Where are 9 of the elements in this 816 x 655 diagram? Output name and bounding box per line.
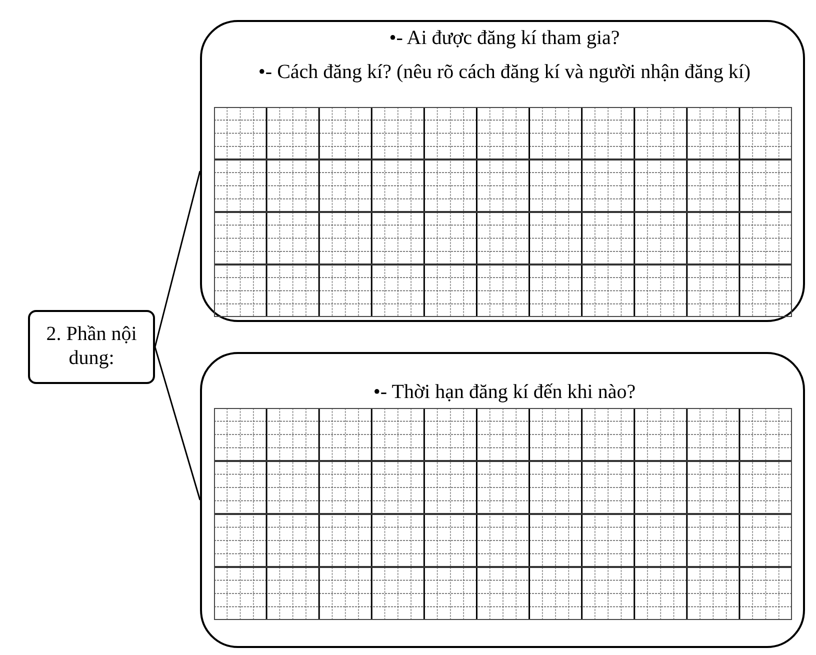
rounded-box bbox=[28, 310, 155, 384]
rounded-box bbox=[200, 20, 805, 322]
connector-line bbox=[154, 346, 201, 500]
node-label: 2. Phần nội dung: bbox=[45, 322, 138, 370]
question-text: •- Cách đăng kí? (nêu rõ cách đăng kí và người nhận đăng kí) bbox=[257, 62, 752, 82]
question-text: •- Ai được đăng kí tham gia? bbox=[388, 28, 621, 48]
connector-line bbox=[154, 170, 201, 348]
question-text: •- Thời hạn đăng kí đến khi nào? bbox=[372, 382, 637, 402]
rounded-box bbox=[200, 352, 805, 648]
